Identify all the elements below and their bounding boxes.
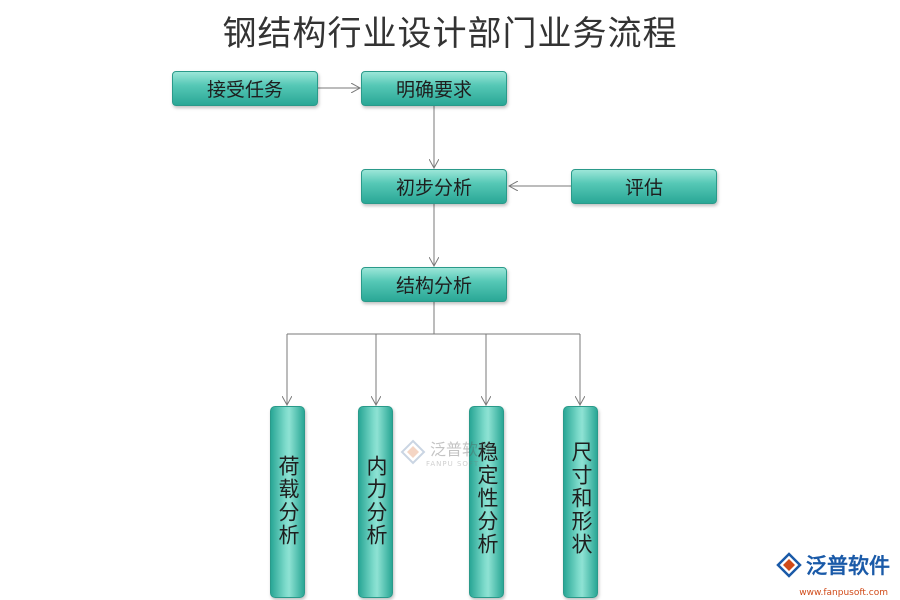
node-size-and-shape: 尺寸和形状 — [563, 406, 598, 598]
node-load-analysis: 荷载分析 — [270, 406, 305, 598]
node-structural-analysis: 结构分析 — [361, 267, 507, 302]
brand-logo: 泛普软件 — [776, 550, 890, 580]
center-watermark-sub: FANPU SOFT — [426, 460, 480, 468]
brand-logo-name: 泛普软件 — [806, 554, 890, 578]
center-watermark: 泛普软件 FANPU SOFT — [400, 436, 494, 468]
node-preliminary-analysis: 初步分析 — [361, 169, 507, 204]
node-size-and-shape-label: 尺寸和形状 — [569, 441, 593, 556]
diagram-title: 钢结构行业设计部门业务流程 — [222, 14, 678, 54]
node-internal-force-analysis-label: 内力分析 — [364, 455, 388, 547]
fanpu-mark-icon — [400, 439, 426, 465]
brand-logo-url: www.fanpusoft.com — [799, 588, 888, 598]
center-watermark-text: 泛普软件 — [430, 440, 495, 459]
node-stability-analysis: 稳定性分析 — [469, 406, 504, 598]
node-clarify-requirements: 明确要求 — [361, 71, 507, 106]
node-accept-task: 接受任务 — [172, 71, 318, 106]
node-internal-force-analysis: 内力分析 — [358, 406, 393, 598]
node-load-analysis-label: 荷载分析 — [276, 455, 300, 547]
fanpu-logo-icon — [776, 552, 802, 578]
node-evaluation: 评估 — [571, 169, 717, 204]
node-stability-analysis-label: 稳定性分析 — [475, 441, 499, 556]
